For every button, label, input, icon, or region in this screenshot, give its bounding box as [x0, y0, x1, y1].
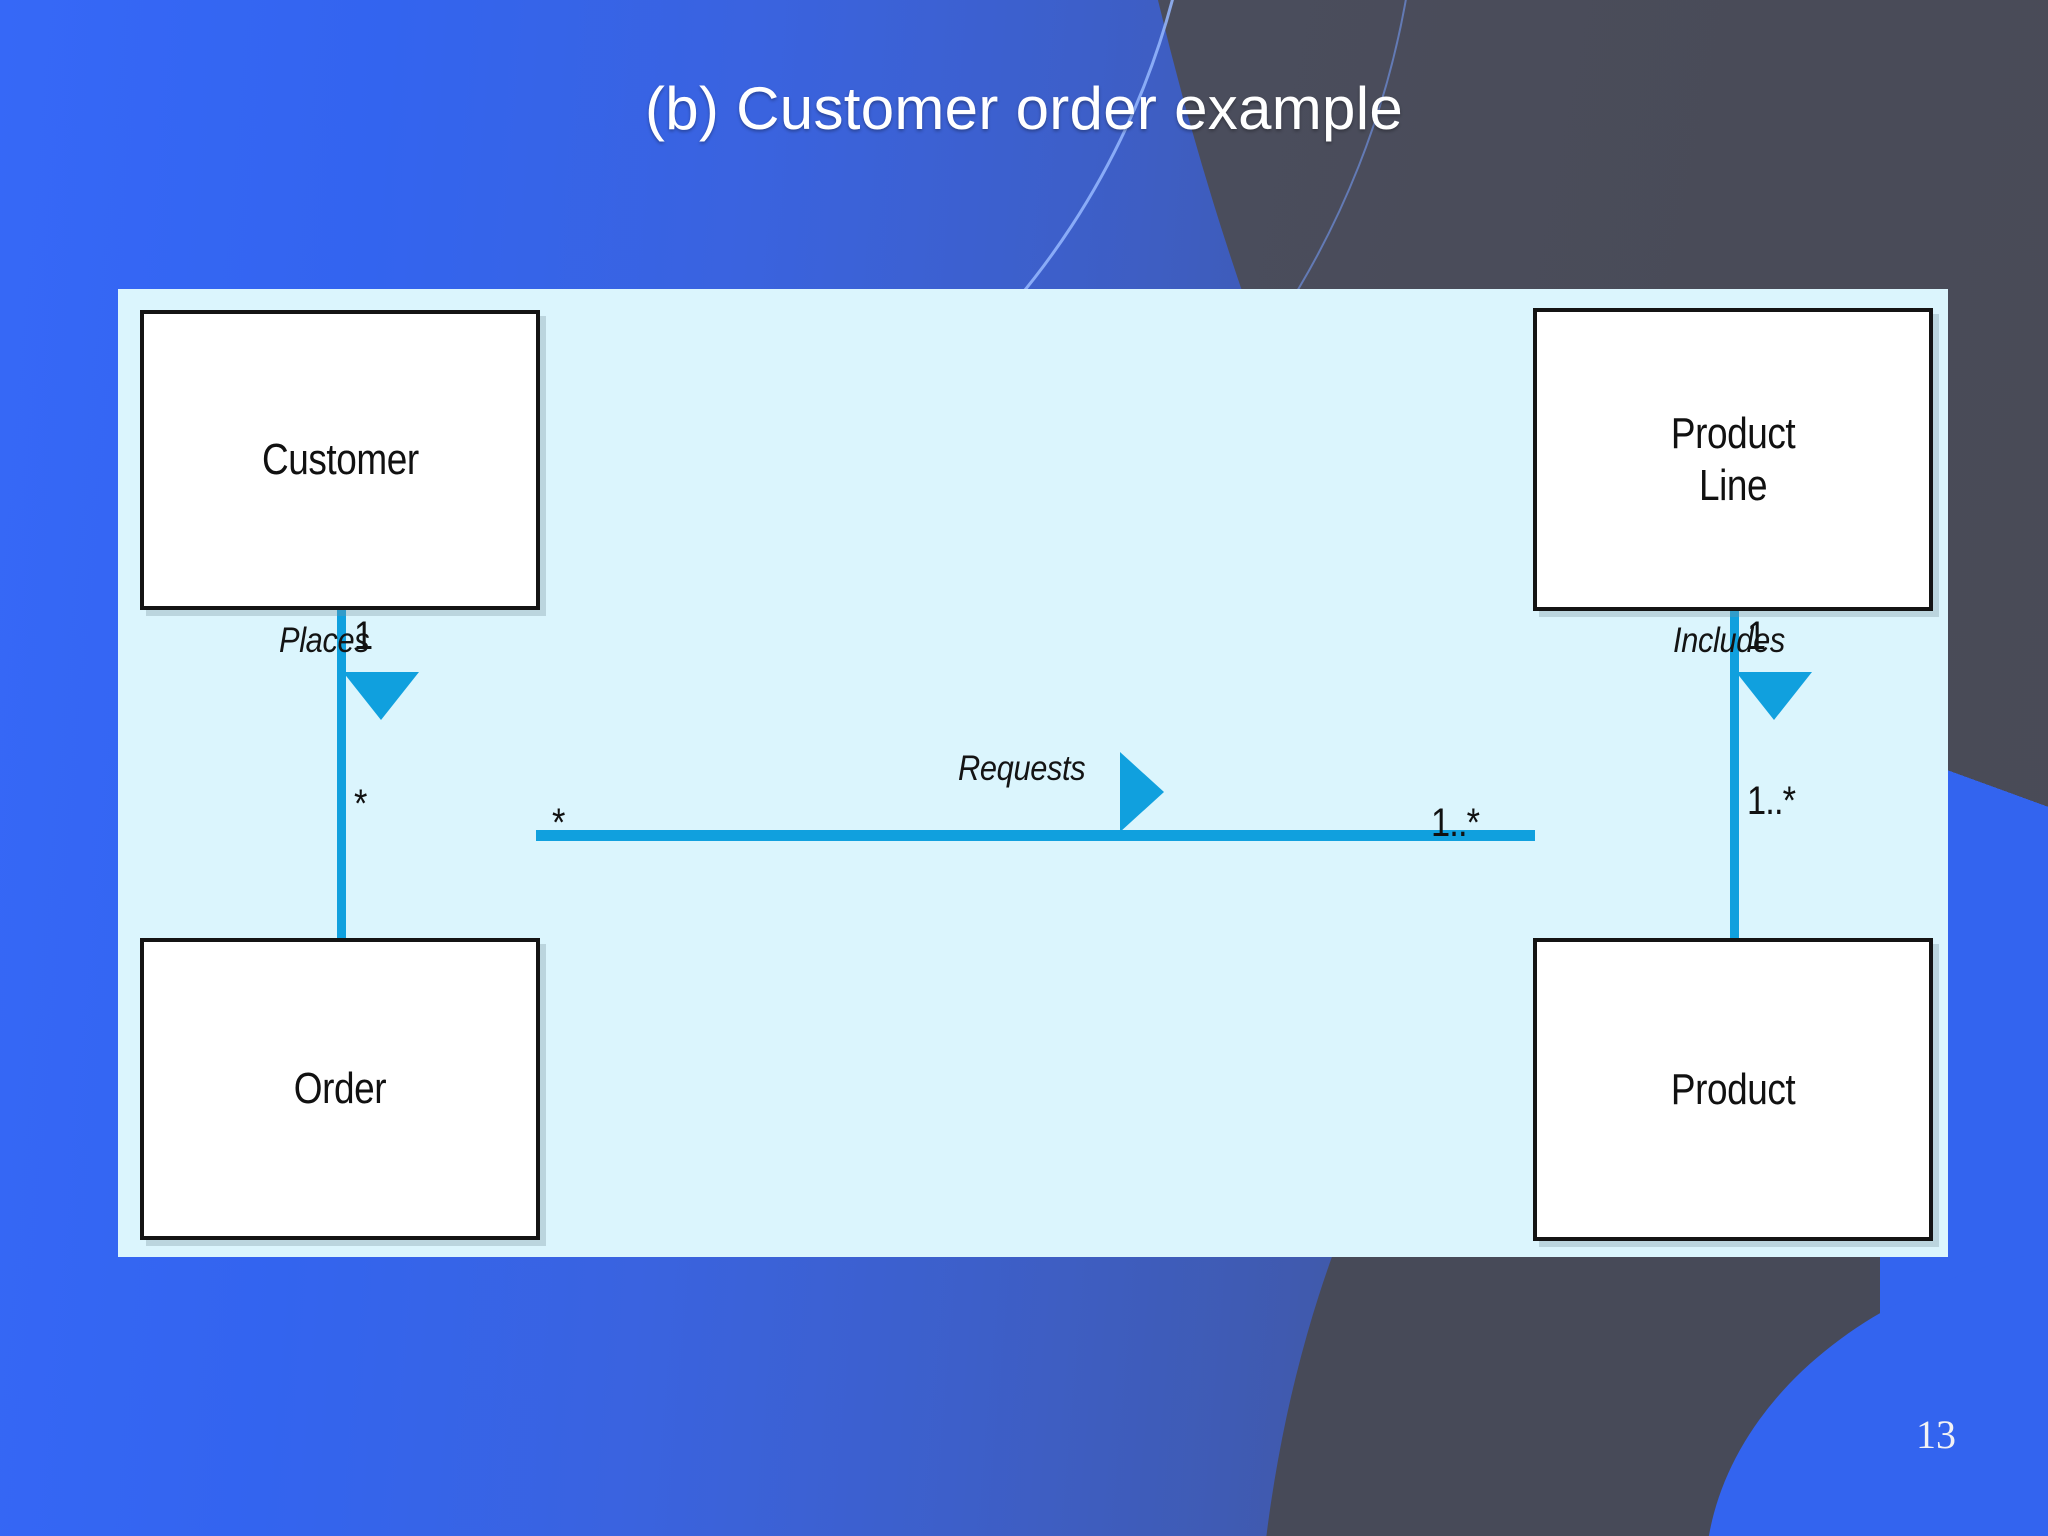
multiplicity-product-line-includes: 1 — [1747, 614, 1766, 658]
page-number: 13 — [1916, 1412, 1956, 1457]
association-line-places — [337, 607, 346, 941]
uml-class-label-customer: Customer — [261, 435, 419, 485]
triangle-down-icon-includes — [1736, 672, 1812, 720]
triangle-right-icon-requests — [1120, 752, 1164, 832]
uml-class-label-order: Order — [293, 1064, 387, 1114]
multiplicity-product-requests: 1..* — [1431, 801, 1480, 845]
association-label-requests: Requests — [958, 749, 1086, 788]
uml-diagram-panel: Customer Order Product Line Product Plac… — [118, 289, 1948, 1257]
multiplicity-order-places: * — [354, 782, 367, 826]
uml-class-label-product: Product — [1670, 1064, 1796, 1114]
association-line-includes — [1730, 607, 1739, 941]
multiplicity-order-requests: * — [552, 801, 565, 845]
uml-class-label-product-line-line1: Product — [1670, 409, 1796, 459]
uml-class-customer[interactable]: Customer — [140, 310, 540, 610]
uml-class-product[interactable]: Product — [1533, 938, 1933, 1241]
uml-class-order[interactable]: Order — [140, 938, 540, 1240]
multiplicity-customer-places: 1 — [354, 614, 373, 658]
uml-class-label-product-line-line2: Line — [1698, 460, 1768, 510]
association-line-requests — [536, 830, 1535, 841]
uml-class-label-product-line: Product Line — [1670, 408, 1796, 510]
triangle-down-icon-places — [343, 672, 419, 720]
multiplicity-product-includes: 1..* — [1747, 779, 1796, 823]
association-label-includes: Includes — [1673, 621, 1785, 660]
uml-class-product-line[interactable]: Product Line — [1533, 308, 1933, 611]
association-label-places: Places — [279, 621, 370, 660]
slide-title: (b) Customer order example — [644, 75, 1404, 142]
